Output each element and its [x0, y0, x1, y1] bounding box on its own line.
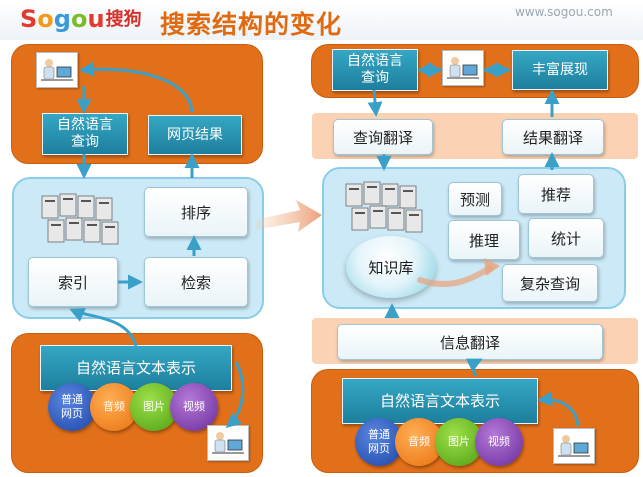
server-cluster-icon — [40, 190, 120, 252]
right-circle-video[interactable]: 视频 — [475, 418, 523, 466]
left-circle-video[interactable]: 视频 — [170, 383, 218, 431]
header-bar — [0, 0, 643, 40]
recommend-box[interactable]: 推荐 — [518, 174, 594, 214]
page-title: 搜索结构的变化 — [160, 10, 343, 39]
sogou-logo: Sogou搜狗 — [20, 5, 142, 33]
right-circle-webpage[interactable]: 普通 网页 — [355, 418, 403, 466]
user-computer-icon — [36, 52, 78, 88]
transition-arrow-icon — [255, 200, 322, 232]
reasoning-box[interactable]: 推理 — [448, 220, 520, 260]
left-retrieve-box[interactable]: 检索 — [144, 257, 248, 307]
left-index-box[interactable]: 索引 — [28, 257, 118, 307]
statistics-box[interactable]: 统计 — [528, 218, 604, 258]
right-nl-text-box[interactable]: 自然语言文本表示 — [342, 378, 538, 424]
arrow-icon — [79, 61, 194, 113]
predict-box[interactable]: 预测 — [448, 182, 502, 216]
knowledge-base-globe[interactable]: 知识库 — [346, 236, 436, 298]
left-rank-box[interactable]: 排序 — [144, 187, 248, 237]
right-nl-query-box[interactable]: 自然语言 查询 — [332, 49, 418, 91]
left-circle-webpage[interactable]: 普通 网页 — [48, 383, 96, 431]
complex-query-box[interactable]: 复杂查询 — [502, 264, 598, 302]
left-web-results-box[interactable]: 网页结果 — [148, 115, 242, 155]
server-cluster-icon — [344, 178, 424, 240]
left-nl-query-box[interactable]: 自然语言 查询 — [42, 113, 128, 155]
site-url: www.sogou.com — [515, 5, 613, 19]
user-computer-icon — [553, 428, 595, 464]
right-rich-display-box[interactable]: 丰富展现 — [512, 50, 608, 90]
result-translate-box[interactable]: 结果翻译 — [502, 119, 604, 155]
